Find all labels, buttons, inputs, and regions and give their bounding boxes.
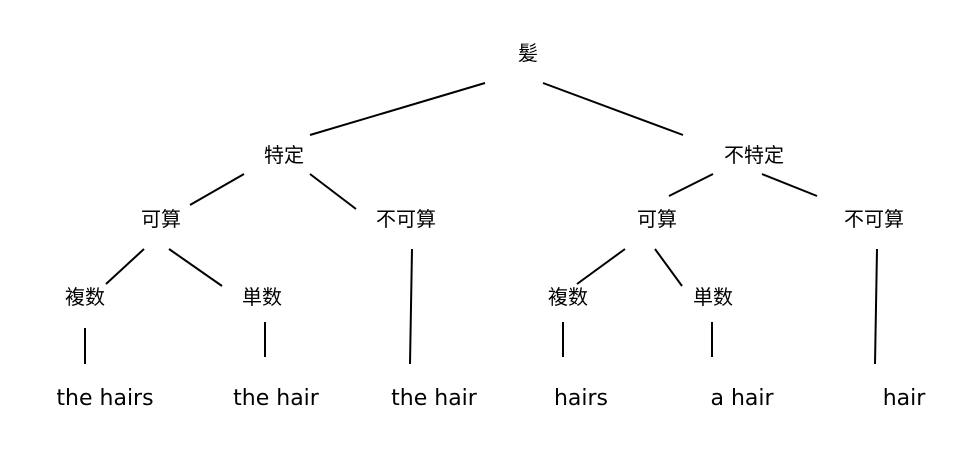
leaf-indefinite-singular-example: a hair	[710, 386, 774, 411]
edge-definite-uncountable-example	[409, 248, 413, 365]
edge-definite-countable	[189, 173, 245, 206]
edge-root-indefinite	[542, 82, 684, 136]
edge-indefinite-uncountable-example	[874, 248, 878, 365]
edge-indefinite-uncountable	[761, 173, 818, 197]
edge-indefinite-countable-plural	[576, 248, 626, 285]
edge-definite-uncountable	[309, 173, 357, 210]
node-indefinite-singular: 単数	[693, 285, 733, 309]
leaf-definite-plural-example: the hairs	[56, 386, 154, 411]
node-definite-singular: 単数	[242, 285, 282, 309]
node-definite-countable: 可算	[141, 207, 181, 231]
node-definite: 特定	[264, 143, 304, 167]
node-indefinite-plural: 複数	[548, 285, 588, 309]
edge-definite-countable-singular	[168, 248, 223, 287]
edge-indefinite-countable	[668, 173, 714, 197]
leaf-indefinite-uncountable-example: hair	[882, 386, 926, 411]
leaf-indefinite-plural-example: hairs	[553, 386, 609, 411]
edge-root-definite	[309, 82, 486, 136]
node-indefinite-uncountable: 不可算	[844, 207, 904, 231]
node-indefinite: 不特定	[724, 143, 784, 167]
leaf-definite-singular-example: the hair	[233, 386, 319, 411]
node-root: 髪	[518, 41, 538, 65]
edge-definite-countable-plural	[105, 248, 145, 285]
node-definite-plural: 複数	[65, 285, 105, 309]
leaf-definite-uncountable-example: the hair	[391, 386, 477, 411]
edge-indefinite-countable-singular	[654, 248, 683, 287]
node-definite-uncountable: 不可算	[376, 207, 436, 231]
node-indefinite-countable: 可算	[637, 207, 677, 231]
